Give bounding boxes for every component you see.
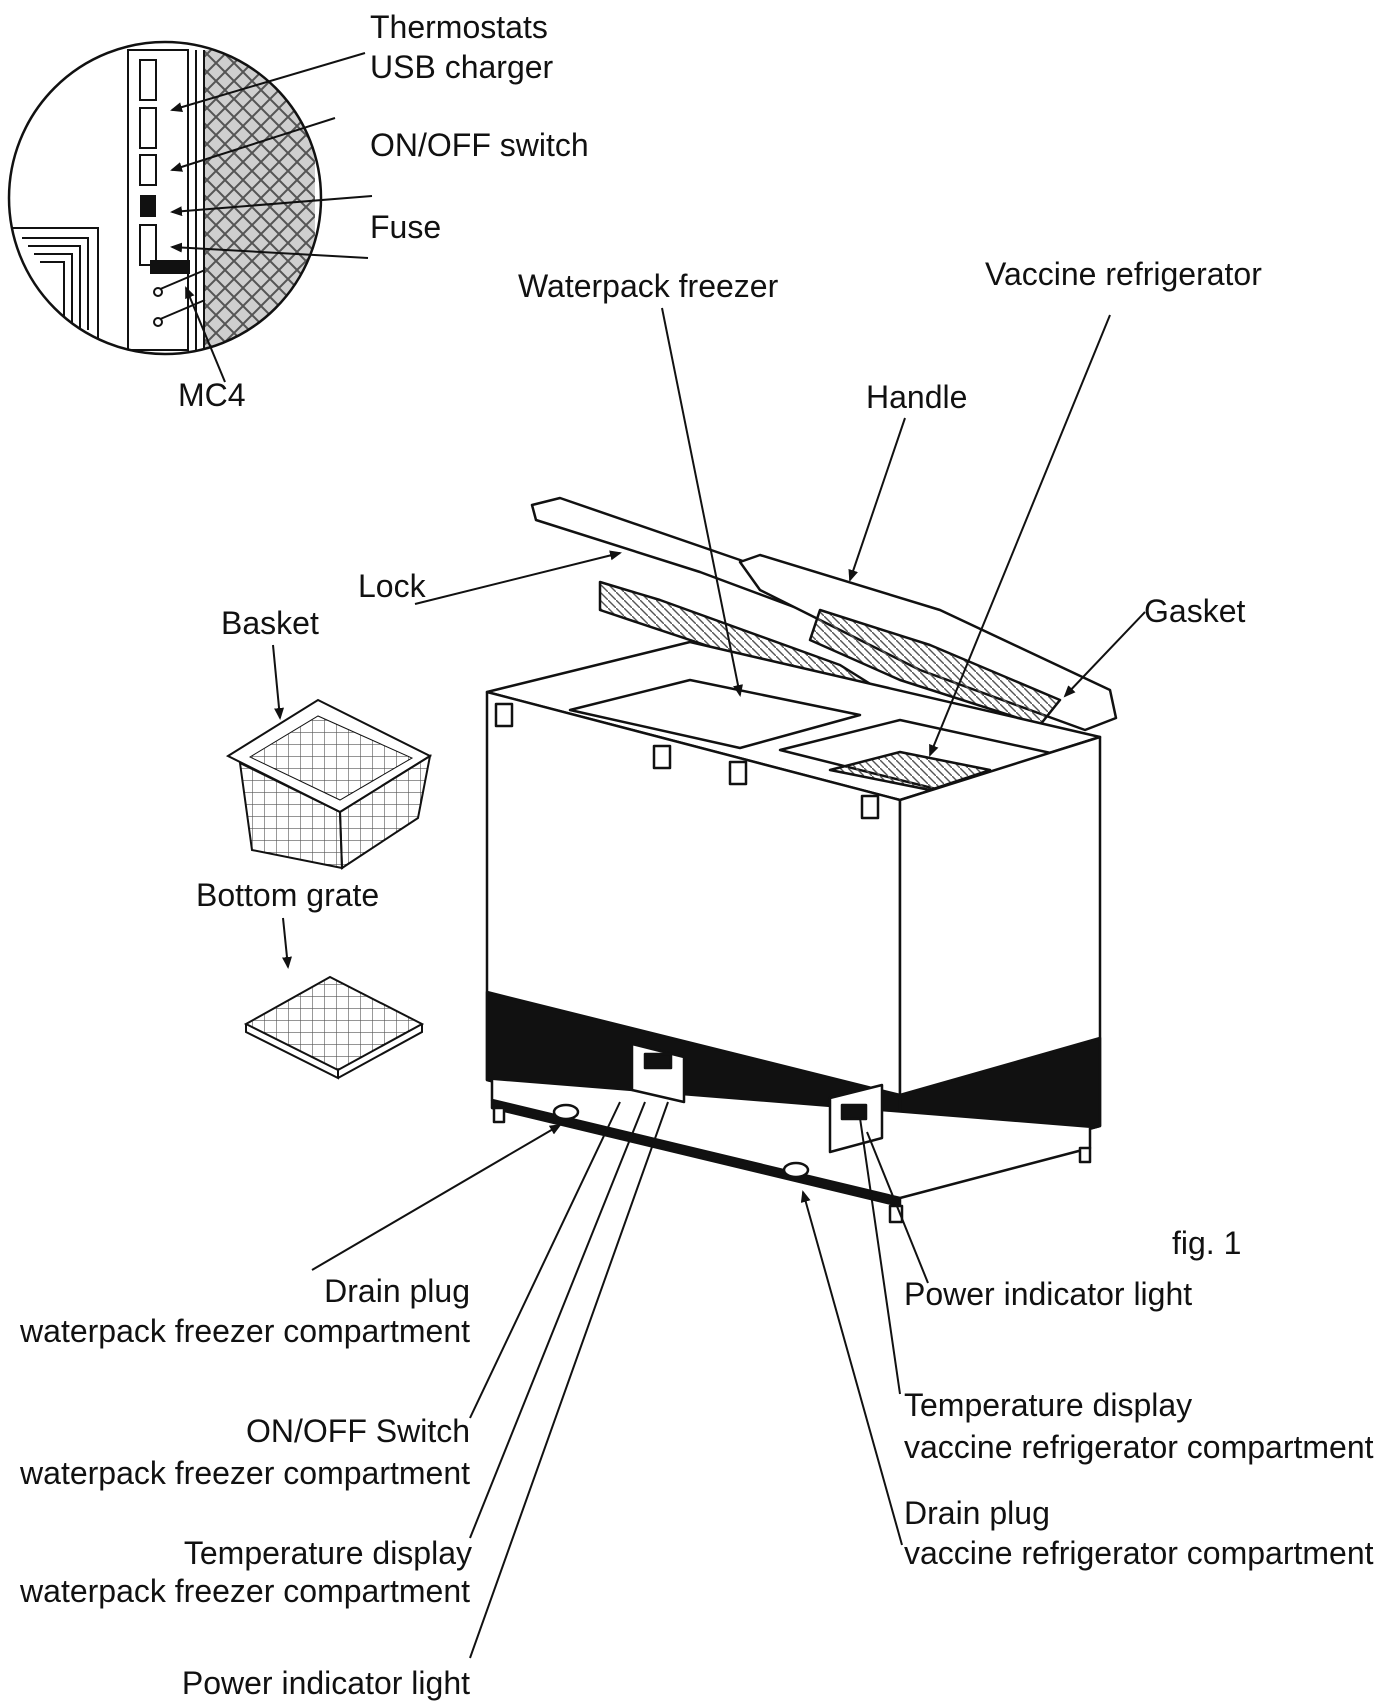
label-drain-plug-vr-line1: Drain plug [904,1495,1050,1531]
label-temp-display-wf-line2: waterpack freezer compartment [20,1573,470,1609]
label-lock: Lock [358,568,426,604]
label-waterpack-freezer: Waterpack freezer [518,268,779,304]
label-mc4: MC4 [178,377,246,413]
label-on-off-switch: ON/OFF switch [370,127,589,163]
label-power-light-wf: Power indicator light [181,1665,470,1701]
label-temp-display-wf-line1: Temperature display [183,1535,472,1571]
label-power-light-vr: Power indicator light [904,1276,1193,1312]
freezer-chest [485,496,1118,1224]
label-on-off-wf-line1: ON/OFF Switch [245,1413,470,1449]
basket-arrow [272,644,285,720]
main-leader-lines [311,307,1146,1659]
label-drain-plug-wf-line2: waterpack freezer compartment [20,1313,470,1349]
label-on-off-wf-line2: waterpack freezer compartment [20,1455,470,1491]
basket-illustration [225,698,433,870]
label-temp-display-vr-line1: Temperature display [904,1387,1193,1423]
label-basket: Basket [221,605,319,641]
label-temp-display-vr-line2: vaccine refrigerator compartment [904,1429,1374,1465]
label-fuse: Fuse [370,209,442,245]
label-drain-plug-wf-line1: Drain plug [324,1273,470,1309]
label-drain-plug-vr-line2: vaccine refrigerator compartment [904,1535,1374,1571]
label-handle: Handle [866,379,968,415]
detail-leader-lines [170,52,373,383]
label-bottom-grate: Bottom grate [196,877,380,913]
label-thermostats: Thermostats [370,9,548,45]
label-usb-charger: USB charger [370,49,554,85]
label-vaccine-refrigerator: Vaccine refrigerator [985,256,1262,292]
label-gasket: Gasket [1144,593,1246,629]
bottom-grate-arrow [282,917,292,969]
bottom-grate-illustration [243,975,425,1080]
figure-caption: fig. 1 [1172,1225,1242,1261]
